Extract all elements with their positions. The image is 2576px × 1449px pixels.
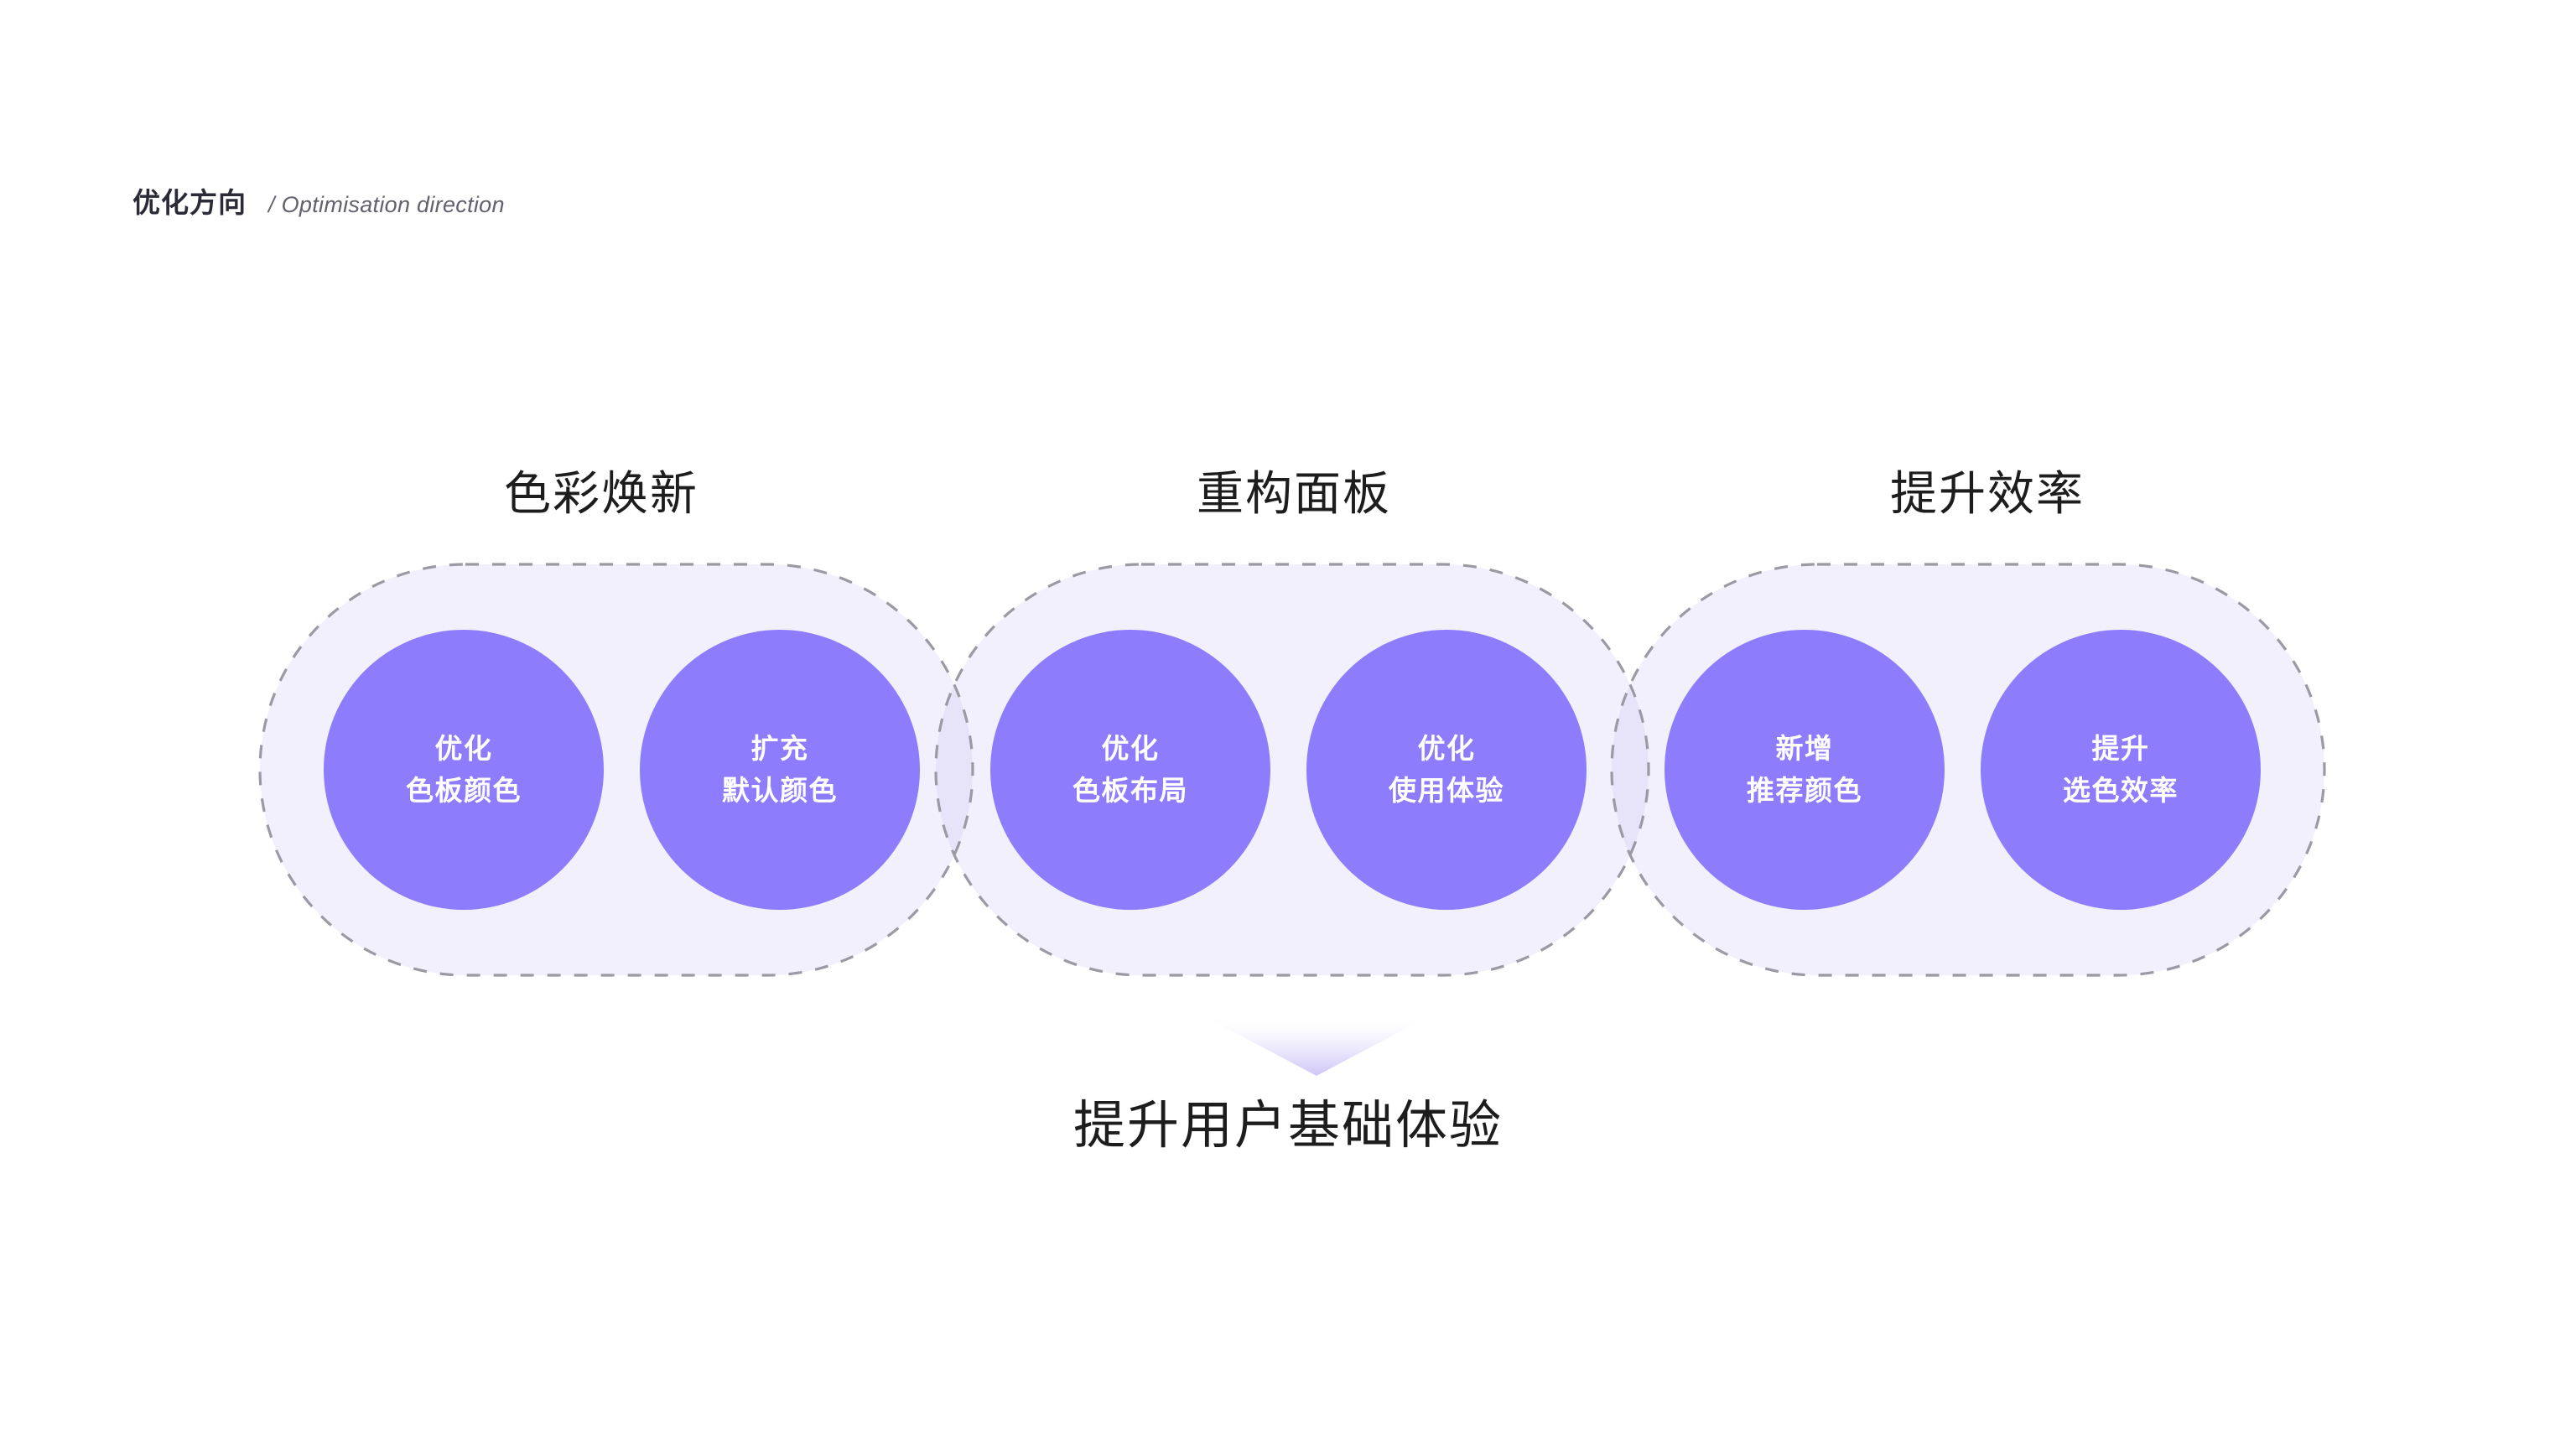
node-circle-0-0[interactable] [324,630,604,910]
capsule-outline-1 [934,563,1650,977]
group-title-2: 提升效率 [1890,467,2085,520]
conclusion-label: 提升用户基础体验 [1072,1097,1503,1155]
capsule-outline-2 [1610,563,2326,977]
node-circle-1-1[interactable] [1306,630,1587,910]
page-subtitle: / Optimisation direction [268,192,505,217]
group-title-1: 重构面板 [1197,467,1391,520]
down-arrow-icon [1206,1017,1427,1076]
node-circle-2-0[interactable] [1665,630,1945,910]
page-header: 优化方向 / Optimisation direction [132,180,505,221]
node-circle-0-1[interactable] [640,630,920,910]
page-title: 优化方向 [132,187,247,218]
node-circle-2-1[interactable] [1981,630,2261,910]
node-circle-1-0[interactable] [990,630,1270,910]
group-title-0: 色彩焕新 [504,467,699,520]
capsule-outline-0 [258,563,974,977]
